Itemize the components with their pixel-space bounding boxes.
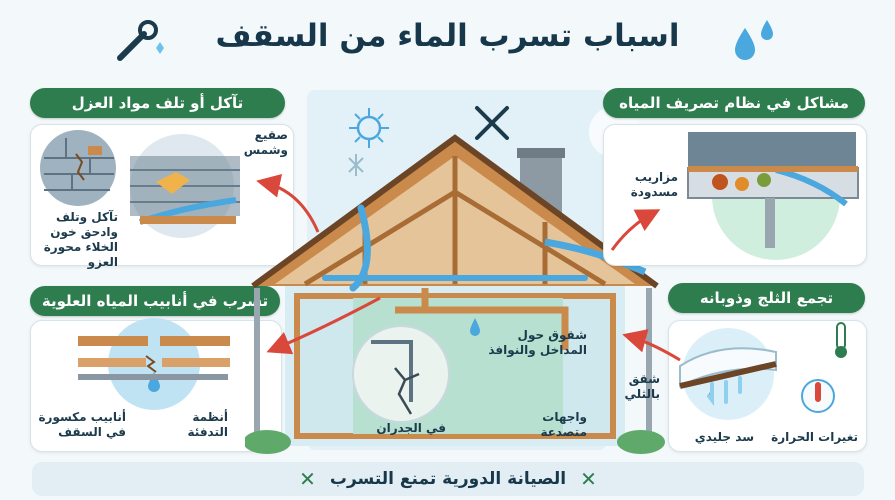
heating-systems-label: أنظمة التدفئة (187, 410, 228, 439)
temperature-change-icon (801, 379, 835, 413)
drainage-heading: مشاكل في نظام تصريف المياه (603, 88, 865, 118)
tools-icon: ✕ (580, 467, 597, 491)
pipes-heading: تسرب في أنابيب المياه العلوية (30, 286, 280, 316)
tools-icon: ✕ (299, 467, 316, 491)
page-title: اسباب تسرب الماء من السقف (215, 18, 680, 54)
sun-icon (349, 108, 389, 148)
insulation-damage-label: تآكل وتلف وادحق خون الخلاء محورة العزو (43, 210, 118, 269)
wrench-icon (117, 20, 164, 61)
walls-label: في الجدران (376, 421, 446, 435)
gutters-label: مزاريب مسدودة (630, 170, 678, 199)
broken-pipe-illustration (78, 318, 230, 410)
clogged-gutter-illustration (687, 132, 859, 260)
thermometer-icon (835, 322, 847, 358)
temperature-label: تغيرات الحرارة (771, 430, 858, 444)
snow-heading: تجمع الثلج وذوبانه (668, 283, 865, 313)
snow-crack-label: شقق بالثلي (624, 372, 660, 401)
footer-banner: ✕ الصيانة الدورية تمنع التسرب ✕ (32, 462, 864, 496)
house-cross-section (245, 90, 665, 454)
cracks-label: شقوق حول المداخل والنوافذ (488, 328, 587, 357)
cracked-shingles-icon (40, 130, 116, 206)
insulation-heading: تآكل أو تلف مواد العزل (30, 88, 285, 118)
ice-dam-illustration (679, 328, 777, 420)
water-drops-icon (735, 20, 773, 60)
damaged-roof-closeup (130, 134, 240, 238)
facade-label: واجهات متصدعة (540, 410, 587, 439)
broken-pipes-label: أنابيب مكسورة في السقف (38, 410, 126, 439)
footer-text: الصيانة الدورية تمنع التسرب (329, 469, 567, 489)
shingles-label: صقيع وشمس (243, 128, 288, 157)
ice-dam-label: سد جليدي (694, 430, 754, 444)
